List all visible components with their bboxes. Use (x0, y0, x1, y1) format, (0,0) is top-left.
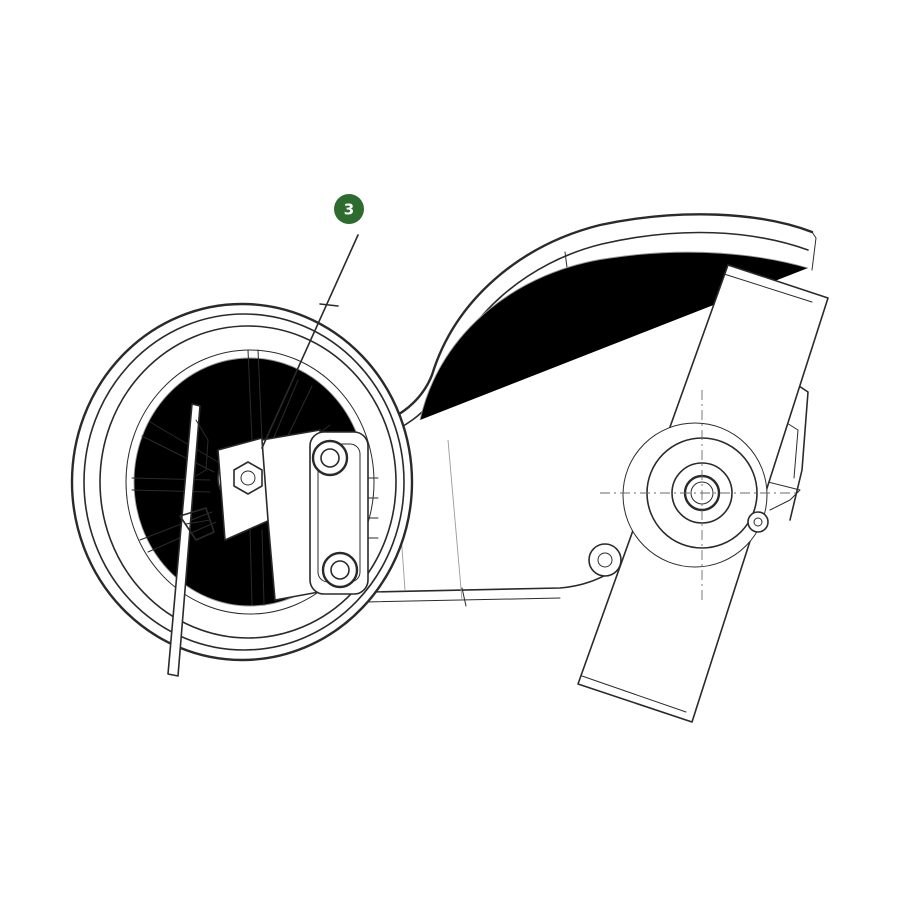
blade-hub (588, 390, 800, 600)
callout-number: 3 (344, 201, 354, 219)
callout-badge (334, 194, 364, 224)
height-adjuster-rod (167, 403, 215, 677)
callout-leader-line (261, 234, 359, 449)
callout-3: 3 (261, 194, 364, 449)
mount-plate (309, 431, 379, 595)
